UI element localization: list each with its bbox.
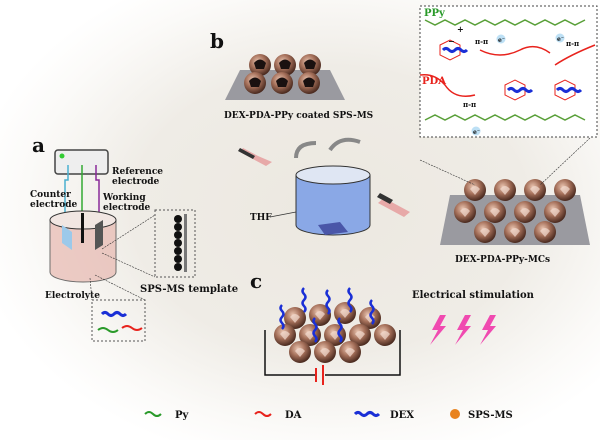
legend-da: DA bbox=[285, 410, 302, 421]
panel-label-c: c bbox=[250, 269, 262, 293]
electron-label-1: e⁻ bbox=[498, 37, 505, 44]
ppy-label: PPy bbox=[424, 8, 446, 19]
mcs-label: DEX-PDA-PPy-MCs bbox=[455, 255, 550, 265]
slide-2 bbox=[377, 193, 410, 217]
legend: Py DA DEX SPS-MS bbox=[144, 409, 513, 421]
template-label: SPS-MS template bbox=[140, 284, 238, 295]
counter-electrode bbox=[62, 225, 72, 250]
stimulation-label: Electrical stimulation bbox=[412, 290, 535, 301]
minus-sign: − bbox=[448, 36, 455, 46]
reference-label-1: Reference bbox=[112, 167, 163, 177]
electron-label-2: e⁻ bbox=[557, 36, 564, 43]
electrolyte-inset bbox=[89, 274, 146, 342]
dex-legend-icon bbox=[353, 411, 381, 417]
legend-dex: DEX bbox=[390, 410, 414, 421]
electrolyte-label: Electrolyte bbox=[45, 291, 100, 301]
legend-py: Py bbox=[175, 410, 190, 421]
py-legend-icon bbox=[144, 411, 162, 417]
panel-label-a: a bbox=[32, 133, 45, 157]
electron-icon bbox=[496, 34, 506, 44]
molecular-structure-inset bbox=[419, 5, 598, 138]
coated-label: DEX-PDA-PPy coated SPS-MS bbox=[224, 111, 373, 121]
electron-icon bbox=[555, 33, 565, 43]
counter-label-1: Counter bbox=[30, 190, 71, 200]
substrate-slide bbox=[238, 148, 272, 166]
working-label-1: Working bbox=[102, 193, 146, 203]
lightning-icon bbox=[430, 315, 496, 345]
electron-label-3: e⁻ bbox=[473, 129, 480, 136]
mcs-array bbox=[440, 179, 590, 245]
working-label-2: electrode bbox=[103, 203, 151, 213]
pi-pi-label-2: π-π bbox=[566, 39, 579, 48]
panel-label-b: b bbox=[210, 29, 224, 53]
stimulated-spheres bbox=[274, 286, 396, 363]
reference-label-2: electrode bbox=[112, 177, 160, 187]
template-inset bbox=[101, 209, 196, 278]
electron-icon bbox=[471, 126, 481, 136]
counter-wire bbox=[64, 165, 69, 220]
electrochemical-cell bbox=[49, 210, 117, 283]
thf-beaker bbox=[295, 165, 371, 236]
counter-label-2: electrode bbox=[30, 200, 78, 210]
pda-label: PDA bbox=[422, 76, 446, 87]
pi-pi-label-1: π-π bbox=[475, 37, 488, 46]
thf-label: THF bbox=[250, 213, 272, 223]
sps-ms-legend-icon bbox=[450, 409, 460, 419]
reference-electrode bbox=[81, 213, 84, 243]
working-wire bbox=[95, 165, 100, 220]
working-electrode bbox=[95, 220, 103, 250]
da-legend-icon bbox=[254, 411, 272, 417]
plus-sign: + bbox=[457, 24, 464, 34]
legend-sps-ms: SPS-MS bbox=[468, 410, 513, 421]
circuit bbox=[264, 330, 401, 385]
coated-spheres-array bbox=[225, 54, 345, 100]
arrows-icon bbox=[294, 137, 361, 159]
pi-pi-label-3: π-π bbox=[463, 100, 476, 109]
